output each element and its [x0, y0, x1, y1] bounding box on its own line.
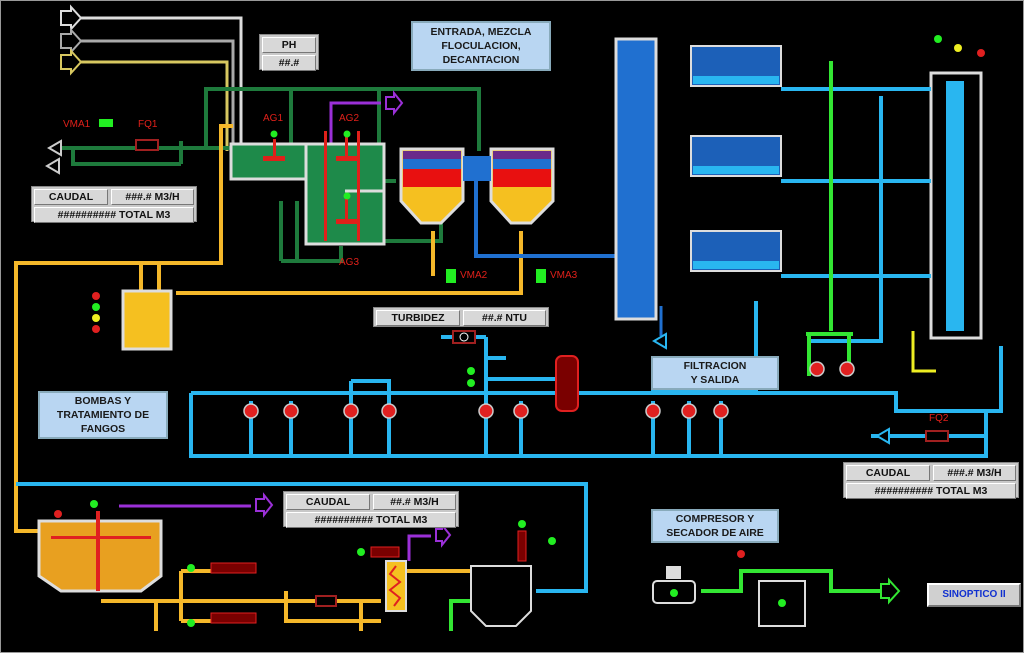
tag-vma2: VMA2	[460, 270, 488, 281]
flow-label: CAUDAL	[34, 189, 108, 205]
flow-total: ########## TOTAL M3	[34, 207, 194, 223]
turbidity-value: ##.# NTU	[463, 310, 546, 326]
flow-total: ########## TOTAL M3	[846, 483, 1016, 499]
flow-rate: ##.# M3/H	[373, 494, 456, 510]
ph-panel: PH ##.#	[259, 34, 319, 71]
flow-panel-sludge: CAUDAL##.# M3/H ########## TOTAL M3	[283, 491, 459, 528]
pump-icons	[243, 361, 855, 419]
tag-ag1: AG1	[263, 113, 284, 124]
tag-fq1: FQ1	[138, 119, 158, 130]
flow-label: CAUDAL	[846, 465, 930, 481]
tag-fq2: FQ2	[929, 413, 949, 424]
flow-label: CAUDAL	[286, 494, 370, 510]
flow-panel-outlet: CAUDAL###.# M3/H ########## TOTAL M3	[843, 462, 1019, 499]
turbidity-panel: TURBIDEZ##.# NTU	[373, 307, 549, 327]
tag-vma3: VMA3	[550, 270, 578, 281]
outlet-arrow-icon	[45, 139, 62, 175]
section-title-fangos: BOMBAS Y TRATAMIENTO DE FANGOS	[38, 391, 168, 439]
tag-vma1: VMA1	[63, 119, 91, 130]
sinoptico-ii-button[interactable]: SINOPTICO II	[927, 583, 1021, 607]
flow-panel-inlet: CAUDAL###.# M3/H ########## TOTAL M3	[31, 186, 197, 223]
flow-rate: ###.# M3/H	[933, 465, 1016, 481]
section-title-filtracion: FILTRACION Y SALIDA	[651, 356, 779, 390]
ph-value: ##.#	[262, 55, 316, 71]
section-title-entrada: ENTRADA, MEZCLA FLOCULACION, DECANTACION	[411, 21, 551, 71]
pressure-tank	[555, 355, 579, 412]
flow-total: ########## TOTAL M3	[286, 512, 456, 528]
inlet-arrow-icons	[60, 4, 83, 76]
tag-ag3: AG3	[339, 257, 360, 268]
filter-units	[614, 37, 983, 340]
flow-rate: ###.# M3/H	[111, 189, 194, 205]
status-lights	[270, 130, 351, 200]
ph-label: PH	[262, 37, 316, 53]
decanter-tanks	[399, 147, 555, 225]
section-title-compresor: COMPRESOR Y SECADOR DE AIRE	[651, 509, 779, 543]
tag-ag2: AG2	[339, 113, 360, 124]
turbidity-label: TURBIDEZ	[376, 310, 460, 326]
